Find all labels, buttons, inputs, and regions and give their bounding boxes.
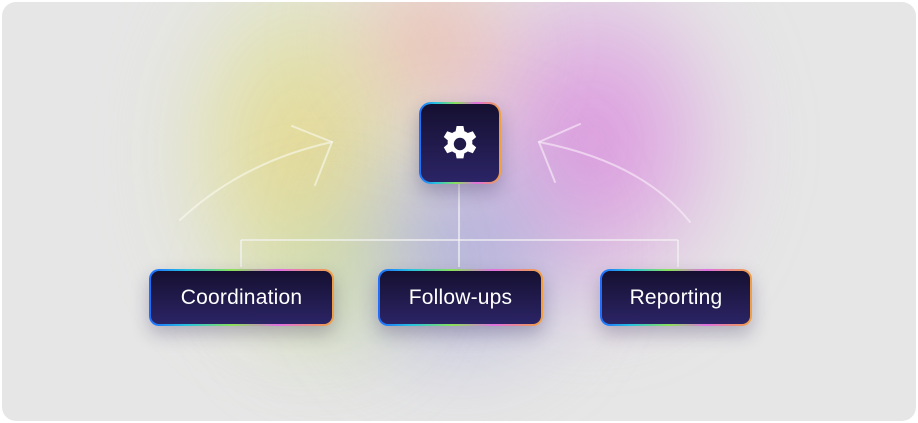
hub-node-body (421, 104, 499, 182)
hub-node[interactable] (419, 102, 501, 184)
node-label: Coordination (151, 271, 332, 324)
gear-icon (443, 126, 477, 159)
left-arrow-icon (179, 125, 334, 221)
right-arrow-icon (537, 123, 691, 223)
node-label: Follow-ups (380, 271, 541, 324)
node-follow-ups[interactable]: Follow-ups (378, 269, 543, 326)
node-coordination[interactable]: Coordination (149, 269, 334, 326)
node-reporting[interactable]: Reporting (600, 269, 752, 326)
node-label: Reporting (602, 271, 750, 324)
